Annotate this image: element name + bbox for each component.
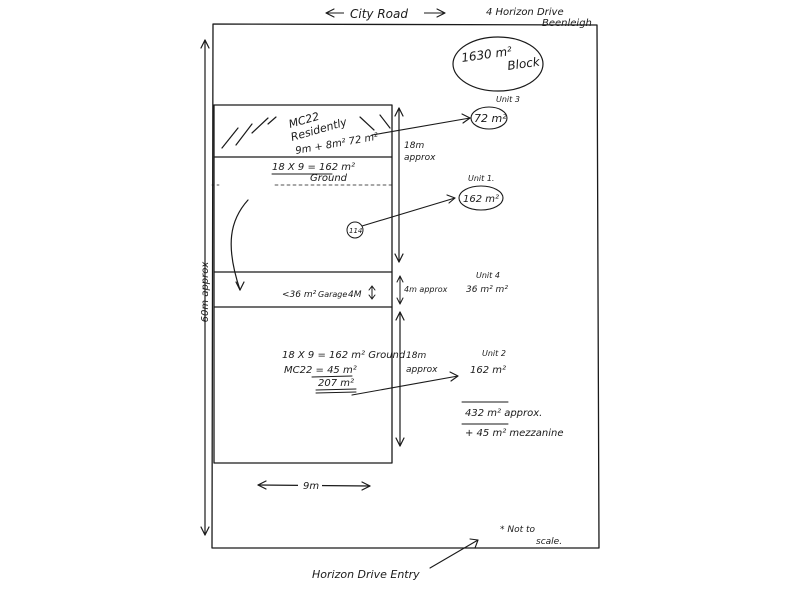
mezzanine-hatching	[221, 114, 391, 149]
city-road-label: City Road	[350, 7, 408, 21]
total-area: 432 m² approx.	[465, 408, 542, 419]
ground1-calc: 18 X 9 = 162 m²	[272, 162, 355, 173]
block-area-oval	[452, 36, 544, 92]
horizon-drive-label: Horizon Drive Entry	[312, 568, 420, 581]
building-outline	[213, 104, 393, 464]
garage-dimension-4m	[368, 275, 404, 305]
dim-18m-bot: 18m	[406, 351, 426, 361]
address-line1: 4 Horizon Drive	[486, 7, 564, 18]
ground2-mc: MC22 = 45 m²	[284, 365, 357, 376]
unit4-title: Unit 4	[476, 271, 500, 280]
dim-approx-top: approx	[404, 153, 436, 163]
lot-boundary	[211, 23, 600, 549]
garage-word: Garage	[318, 290, 347, 299]
unit3-oval	[470, 106, 508, 130]
width-9m-label: 9m	[303, 481, 319, 492]
circle-114	[346, 221, 364, 239]
dim-18m-top: 18m	[404, 141, 424, 151]
not-to-scale-2: scale.	[536, 537, 562, 547]
unit1-area: 162 m²	[463, 194, 499, 205]
pointer-arrows	[351, 113, 479, 569]
ground2-total: 207 m²	[318, 378, 354, 389]
curved-arrow	[230, 199, 249, 291]
ground1-word: Ground	[310, 173, 348, 184]
dim-4m-approx: 4m approx	[404, 285, 448, 294]
unit3-area: 72 m²	[474, 112, 507, 125]
unit2-area: 162 m²	[470, 365, 506, 376]
mezz-total: + 45 m² mezzanine	[465, 428, 564, 439]
unit1-oval	[458, 185, 504, 211]
block-word: Block	[506, 54, 541, 73]
garage-area: <36 m²	[282, 290, 317, 300]
unit1-title: Unit 1.	[468, 174, 494, 183]
unit4-area: 36 m² m²	[466, 285, 508, 295]
unit2-title: Unit 2	[482, 349, 506, 358]
dim-4m: 4M	[348, 290, 362, 300]
bottom-dimension-18m	[395, 311, 405, 447]
circle-114-label: 114	[349, 227, 362, 235]
left-dimension-60m	[200, 39, 210, 536]
dim-approx-bot: approx	[406, 365, 438, 375]
top-dimension-18m	[394, 107, 404, 263]
address-line2: Beenleigh	[542, 18, 592, 29]
block-area: 1630 m²	[460, 44, 512, 65]
not-to-scale-1: * Not to	[500, 525, 536, 535]
unit3-title: Unit 3	[496, 95, 520, 104]
ground2-calc: 18 X 9 = 162 m² Ground	[282, 350, 406, 361]
left-60m-label: 60m approx	[200, 262, 211, 323]
